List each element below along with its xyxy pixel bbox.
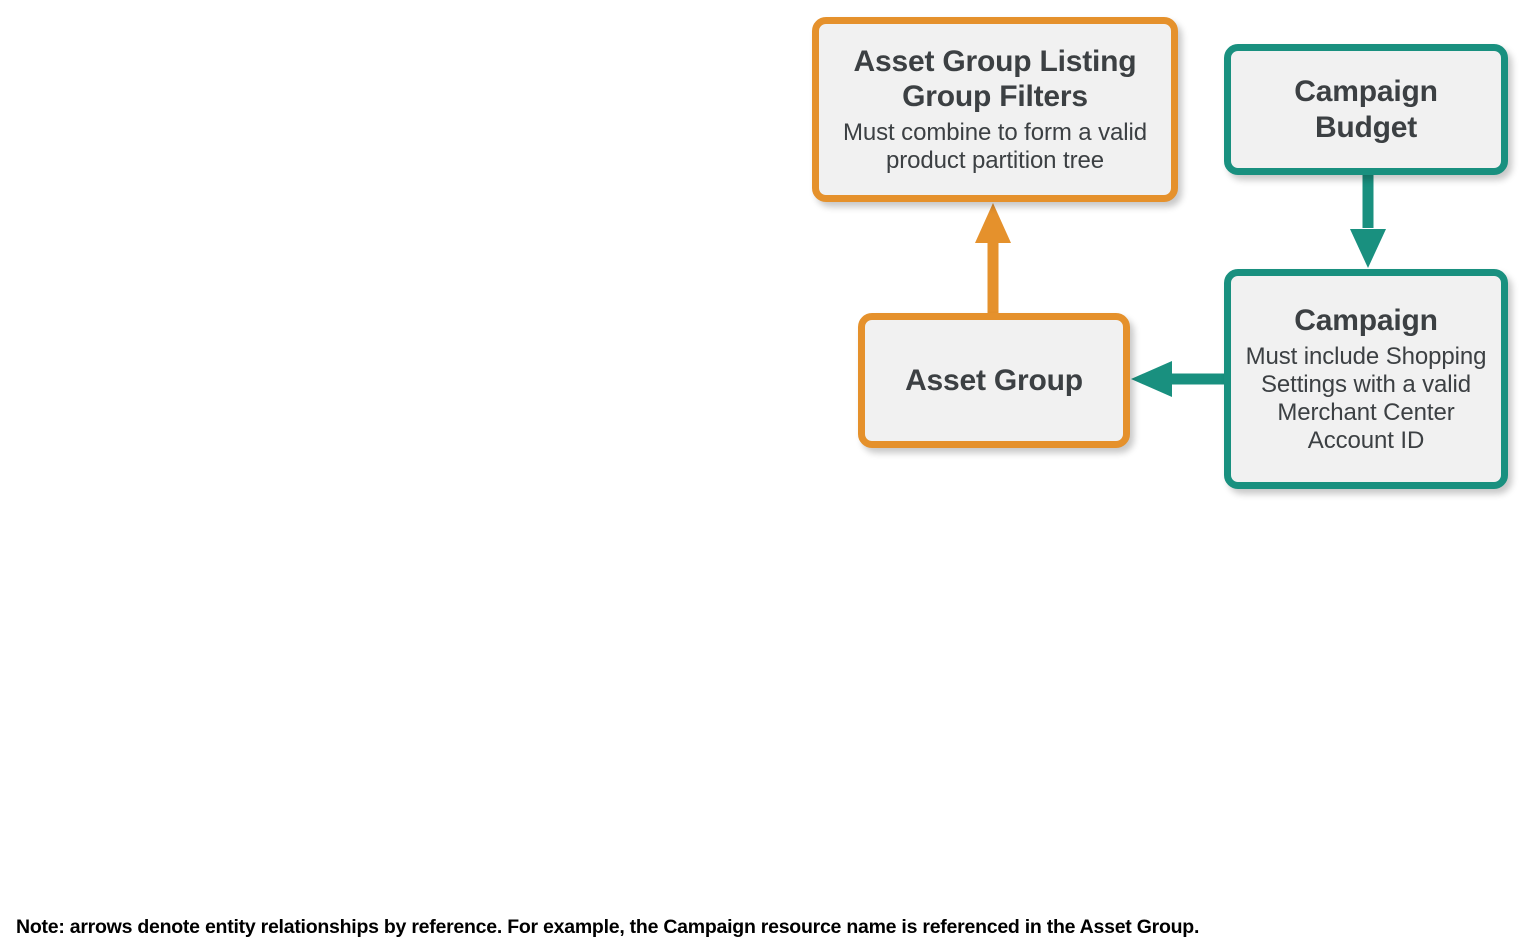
node-title: Asset Group — [905, 363, 1083, 397]
node-title: Campaign — [1294, 303, 1438, 337]
node-asset-group[interactable]: Asset Group — [858, 313, 1130, 448]
node-subtitle: Must combine to form a valid product par… — [843, 119, 1147, 175]
diagram-footnote: Note: arrows denote entity relationships… — [16, 916, 1200, 938]
node-campaign-budget[interactable]: Campaign Budget — [1224, 44, 1508, 175]
arrow-asset-group-to-listing-group-filters — [975, 203, 1011, 315]
arrow-head-up — [975, 203, 1011, 243]
node-title: Asset Group Listing Group Filters — [853, 44, 1137, 113]
arrow-campaign-to-asset-group — [1131, 361, 1226, 397]
node-title: Campaign Budget — [1294, 75, 1438, 144]
arrow-head-down — [1350, 229, 1386, 268]
node-asset-group-listing-group-filters[interactable]: Asset Group Listing Group Filters Must c… — [812, 17, 1178, 202]
node-subtitle: Must include Shopping Settings with a va… — [1245, 343, 1487, 455]
arrow-head-left — [1131, 361, 1172, 397]
arrow-campaign-budget-to-campaign — [1350, 172, 1386, 268]
node-campaign[interactable]: Campaign Must include Shopping Settings … — [1224, 269, 1508, 489]
